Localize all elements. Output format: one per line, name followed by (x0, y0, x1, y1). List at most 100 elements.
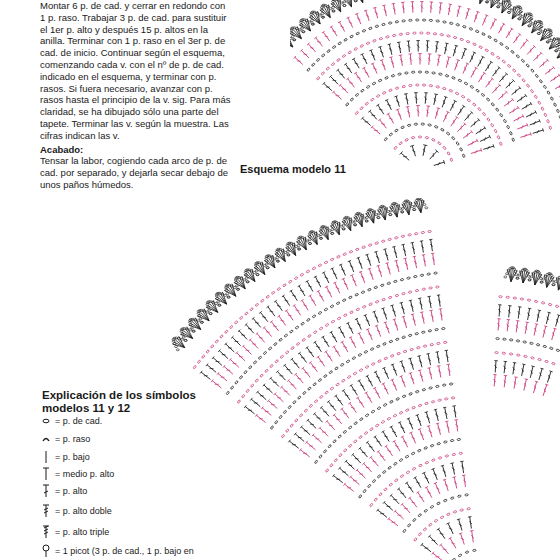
tall-stitch (410, 54, 412, 65)
stitch-slash (387, 104, 391, 106)
chain-stitch (338, 453, 342, 457)
stitch-slash (521, 125, 523, 129)
chain-stitch (530, 89, 534, 93)
stitch-top (317, 356, 320, 358)
tall-stitch (385, 249, 388, 260)
chain-stitch (309, 243, 312, 245)
tall-stitch (408, 41, 409, 52)
chain-stitch (508, 11, 511, 13)
stitch-top (485, 15, 488, 16)
stitch-slash (324, 341, 328, 342)
shell-stitch (414, 202, 421, 213)
chain-stitch (200, 321, 203, 323)
stitch-top (383, 501, 385, 504)
stitch-top (447, 56, 450, 58)
tall-stitch (289, 381, 297, 390)
shell-stitch (319, 231, 328, 240)
stitch-slash (419, 303, 422, 306)
chain-stitch (425, 207, 428, 209)
tall-stitch (418, 41, 419, 52)
stitch-slash (260, 395, 264, 396)
chain-stitch (396, 397, 400, 400)
stitch-top (290, 290, 293, 292)
chain-stitch (210, 344, 214, 348)
stitch-slash (440, 313, 443, 316)
chain-stitch (496, 56, 500, 60)
stitch-slash (411, 6, 414, 9)
stitch-slash (319, 296, 323, 297)
stitch-slash (215, 384, 219, 385)
chain-stitch (192, 330, 195, 332)
chain-stitch (537, 33, 540, 35)
chain-stitch (413, 209, 416, 211)
stitch-slash (239, 356, 243, 357)
chain-stitch (294, 418, 298, 422)
chain-stitch (241, 394, 245, 398)
chain-stitch (427, 273, 431, 276)
tall-stitch (245, 407, 254, 414)
stitch-slash (554, 77, 555, 81)
stitch-slash (330, 405, 334, 407)
stitch-slash (368, 381, 372, 383)
tall-stitch (478, 73, 484, 82)
stitch-top (471, 111, 474, 114)
chain-stitch (395, 294, 399, 297)
tall-stitch (377, 326, 381, 337)
tall-stitch (315, 342, 322, 352)
stitch-top (377, 265, 380, 266)
chain-stitch (359, 368, 363, 371)
stitch-slash (326, 87, 330, 88)
chain-stitch (300, 273, 304, 276)
chain-stitch (467, 508, 471, 510)
tall-stitch (482, 15, 486, 25)
shell-stitch (480, 0, 487, 4)
chain-stitch (193, 365, 197, 369)
chain-stitch (365, 220, 368, 222)
stitch-slash (352, 390, 356, 391)
tall-stitch (345, 484, 354, 491)
chain-stitch (330, 258, 334, 261)
shell-stitch (244, 275, 255, 282)
stitch-top (481, 148, 482, 152)
stitch-slash (271, 404, 275, 405)
chain-stitch (320, 237, 323, 239)
stitch-slash (446, 355, 449, 358)
chain-stitch (304, 409, 308, 413)
tall-stitch (410, 358, 413, 369)
chain-stitch (445, 74, 449, 77)
stitch-slash (433, 153, 434, 157)
chain-stitch (499, 113, 503, 117)
chain-stitch (338, 42, 342, 46)
stitch-top (540, 52, 542, 54)
tall-stitch (396, 96, 399, 106)
tall-stitch (464, 475, 466, 487)
tall-stitch (527, 46, 534, 54)
stitch-slash (429, 372, 432, 374)
chain-stitch (244, 312, 248, 316)
shell-stitch (330, 226, 339, 235)
chain-stitch (297, 238, 300, 240)
chain-stitch (348, 444, 352, 448)
tall-stitch (407, 483, 414, 493)
shell-stitch (224, 290, 236, 296)
tall-stitch (318, 357, 325, 367)
stitch-slash (393, 8, 396, 11)
stitch-top (416, 415, 419, 416)
stitch-top (490, 61, 493, 63)
chain-stitch (550, 97, 553, 101)
stitch-top (526, 39, 529, 41)
stitch-slash (365, 72, 369, 74)
stitch-slash (403, 321, 406, 323)
tall-stitch (334, 415, 342, 424)
stitch-slash (438, 59, 440, 62)
chain-stitch (442, 87, 446, 90)
tall-stitch (445, 408, 447, 420)
tall-stitch (359, 333, 364, 344)
chain-stitch (346, 360, 350, 363)
stitch-slash (414, 261, 417, 263)
stitch-slash (379, 109, 383, 110)
stitch-slash (380, 456, 384, 457)
chain-stitch (394, 129, 398, 132)
stitch-top (371, 63, 374, 64)
stitch-slash (300, 290, 304, 291)
